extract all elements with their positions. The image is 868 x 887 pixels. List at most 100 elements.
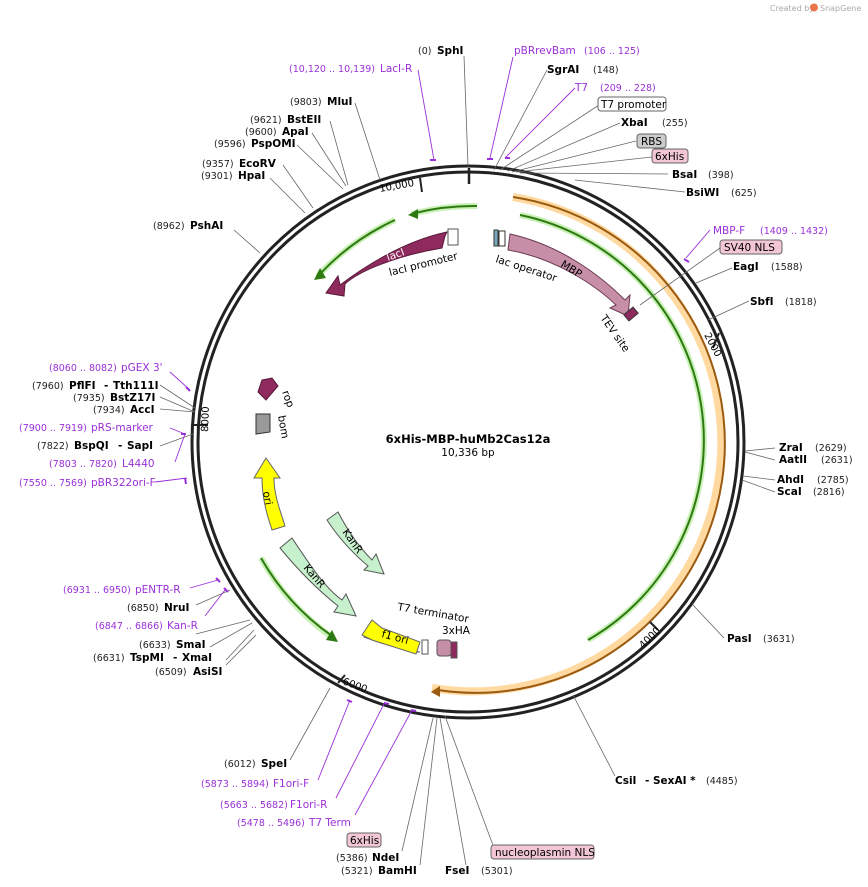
site-ecorv[interactable]: EcoRV xyxy=(239,158,277,170)
site-xbai[interactable]: XbaI xyxy=(621,117,648,129)
orf-arrowhead xyxy=(431,686,440,697)
site-pos-scai: (2816) xyxy=(813,487,845,498)
primer-mbp-f[interactable]: MBP-F xyxy=(713,225,745,237)
site-bspqi[interactable]: BspQI xyxy=(74,440,109,452)
site-pos-bstz17i: (7935) xyxy=(73,393,105,404)
site-pspomi[interactable]: PspOMI xyxy=(251,138,296,150)
primer-l4440[interactable]: L4440 xyxy=(122,458,155,470)
site-ahdi[interactable]: AhdI xyxy=(777,474,804,486)
site-pos-aatii: (2631) xyxy=(821,455,853,466)
site-sexai[interactable]: SexAI * xyxy=(653,775,696,787)
tick-8000: 8000 xyxy=(200,406,212,432)
primer-t7term-range: (5478 .. 5496) xyxy=(237,818,305,829)
primer-f1ori-r-range: (5663 .. 5682) xyxy=(220,800,288,811)
site-pos-nrui: (6850) xyxy=(127,603,159,614)
snapgene-logo-icon xyxy=(810,3,818,12)
site-pos-smai: (6633) xyxy=(139,640,171,651)
site-tspmi[interactable]: TspMI xyxy=(130,652,164,664)
primer-pentr-r[interactable]: pENTR-R xyxy=(135,584,181,596)
site-pasi[interactable]: PasI xyxy=(727,633,752,645)
site-smai[interactable]: SmaI xyxy=(176,639,206,651)
tick-10000-mark xyxy=(419,177,423,193)
site-sphi[interactable]: SphI xyxy=(437,45,463,57)
site-sapi[interactable]: SapI xyxy=(127,440,153,452)
primer-t7term[interactable]: T7 Term xyxy=(308,817,351,829)
site-hpai[interactable]: HpaI xyxy=(238,170,265,182)
TEV-site-mark xyxy=(623,306,639,322)
primer-mbp-f-range: (1409 .. 1432) xyxy=(760,226,828,237)
primer-pbr322ori-f[interactable]: pBR322ori-F xyxy=(91,477,156,489)
site-xmai[interactable]: XmaI xyxy=(182,652,212,664)
site-apai[interactable]: ApaI xyxy=(282,126,309,138)
site-pos-spei: (6012) xyxy=(224,759,256,770)
tag-t7-promoter[interactable]: T7 promoter xyxy=(600,99,667,111)
site-fsei[interactable]: FseI xyxy=(445,865,469,877)
site-asisi[interactable]: AsiSI xyxy=(193,666,222,678)
site-pos-sphi: (0) xyxy=(418,46,431,57)
lacI-left-highlight xyxy=(315,217,397,279)
site-pos-csii: (4485) xyxy=(706,776,738,787)
site-zrai[interactable]: ZraI xyxy=(779,442,803,454)
3xHA-feature xyxy=(436,639,452,657)
primer-prs-marker[interactable]: pRS-marker xyxy=(91,422,154,434)
plasmid-length: 10,336 bp xyxy=(441,447,495,459)
site-pos-ahdi: (2785) xyxy=(817,475,849,486)
lacI-feature xyxy=(325,231,448,297)
tag-sv40-nls[interactable]: SV40 NLS xyxy=(724,242,775,254)
tag-6xhis-top[interactable]: 6xHis xyxy=(655,151,684,163)
lac-operator-mark xyxy=(493,229,499,247)
site-aatii[interactable]: AatII xyxy=(779,454,807,466)
site-acci[interactable]: AccI xyxy=(130,404,154,416)
primer-t7[interactable]: T7 xyxy=(574,82,588,94)
site-scai[interactable]: ScaI xyxy=(777,486,802,498)
tag-nucleoplasmin-nls[interactable]: nucleoplasmin NLS xyxy=(495,847,595,859)
ori-feature xyxy=(253,457,286,531)
site-bstz17i[interactable]: BstZ17I xyxy=(110,392,155,404)
tag-rbs[interactable]: RBS xyxy=(641,136,662,148)
site-bsiwi[interactable]: BsiWI xyxy=(686,187,719,199)
site-spei[interactable]: SpeI xyxy=(261,758,287,770)
primer-f1ori-f-range: (5873 .. 5894) xyxy=(201,779,269,790)
site-bspqi-sep: - xyxy=(118,440,122,452)
site-bsai[interactable]: BsaI xyxy=(672,169,697,181)
primer-pgex3[interactable]: pGEX 3' xyxy=(121,362,163,374)
T7-terminator-mark xyxy=(421,639,429,655)
primer-pbrrevbam[interactable]: pBRrevBam xyxy=(514,45,576,57)
brand-name: SnapGene xyxy=(820,4,861,13)
site-pos-asisi: (6509) xyxy=(155,667,187,678)
site-pos-hpai: (9301) xyxy=(201,171,233,182)
site-pos-eagi: (1588) xyxy=(771,262,803,273)
kanR-lower-feature xyxy=(279,537,357,617)
orf-arc xyxy=(437,196,726,694)
site-tth111i[interactable]: Tth111I xyxy=(113,380,158,392)
site-pos-sgrai: (148) xyxy=(593,65,619,76)
nls-mark xyxy=(450,641,458,659)
site-ndei[interactable]: NdeI xyxy=(372,852,399,864)
tag-6xhis-bottom[interactable]: 6xHis xyxy=(350,835,379,847)
site-pos-ecorv: (9357) xyxy=(202,159,234,170)
site-eagi[interactable]: EagI xyxy=(733,261,759,273)
tick-2000-mark xyxy=(712,332,720,349)
primer-f1ori-r[interactable]: F1ori-R xyxy=(290,799,327,811)
site-pflfi-sep: - xyxy=(104,380,108,392)
primer-f1ori-f[interactable]: F1ori-F xyxy=(273,778,309,790)
primer-laci-r[interactable]: LacI-R xyxy=(380,63,412,75)
site-csii[interactable]: CsiI xyxy=(615,775,636,787)
site-mlui[interactable]: MluI xyxy=(327,96,352,108)
site-sbfi[interactable]: SbfI xyxy=(750,296,774,308)
site-pos-apai: (9600) xyxy=(245,127,277,138)
tag-sv40-nls-box xyxy=(719,239,783,255)
site-pshai[interactable]: PshAI xyxy=(190,220,223,232)
bom-feature xyxy=(255,413,271,435)
3xHA-label: 3xHA xyxy=(442,625,471,637)
site-pflfi[interactable]: PflFI xyxy=(69,380,96,392)
site-sgrai[interactable]: SgrAI xyxy=(547,64,579,76)
site-bamhi[interactable]: BamHI xyxy=(378,865,417,877)
site-nrui[interactable]: NruI xyxy=(164,602,189,614)
site-pos-bsai: (398) xyxy=(708,170,734,181)
tick-4000-mark xyxy=(649,621,659,631)
primer-pbr322ori-f-range: (7550 .. 7569) xyxy=(19,478,87,489)
primer-kan-r[interactable]: Kan-R xyxy=(167,620,198,632)
site-bsteii[interactable]: BstEII xyxy=(287,114,321,126)
site-pos-pasi: (3631) xyxy=(763,634,795,645)
